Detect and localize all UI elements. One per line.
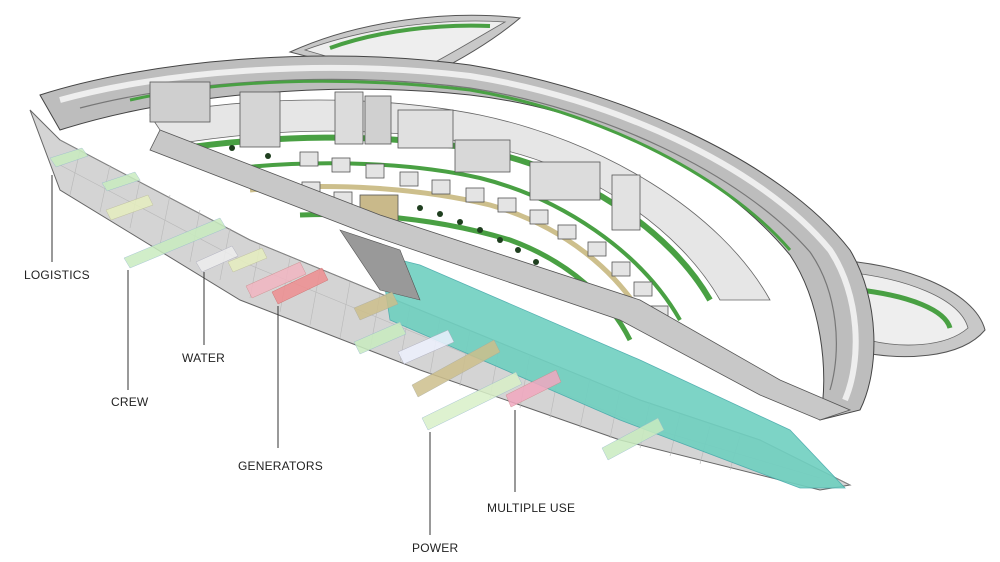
bar-logistics-2 xyxy=(101,171,141,192)
front-walkway xyxy=(149,129,852,421)
bar-crew-2 xyxy=(105,194,154,221)
label-logistics: LOGISTICS xyxy=(24,268,90,282)
water-channel xyxy=(379,254,846,489)
bar-logistics xyxy=(49,147,89,168)
label-crew: CREW xyxy=(111,395,149,409)
bar-water-2 xyxy=(227,247,268,273)
bar-crew xyxy=(123,217,227,269)
leader-lines xyxy=(51,175,516,535)
bar-tan-2 xyxy=(411,339,501,398)
label-power: POWER xyxy=(412,541,459,555)
label-generators: GENERATORS xyxy=(238,459,323,473)
label-multiple-use: MULTIPLE USE xyxy=(487,501,576,515)
zone-bars xyxy=(49,147,665,461)
upper-deck xyxy=(39,55,875,421)
bar-generators xyxy=(245,261,307,299)
bar-power xyxy=(421,371,523,431)
bar-tan-1 xyxy=(353,291,399,321)
bar-mid-2 xyxy=(397,329,455,365)
bar-water xyxy=(195,245,239,273)
bar-mid-1 xyxy=(353,321,407,355)
bar-multiple-use xyxy=(505,369,562,408)
label-water: WATER xyxy=(182,351,225,365)
buildings xyxy=(149,81,669,321)
bar-generators-2 xyxy=(271,267,329,305)
bar-front xyxy=(601,417,665,461)
